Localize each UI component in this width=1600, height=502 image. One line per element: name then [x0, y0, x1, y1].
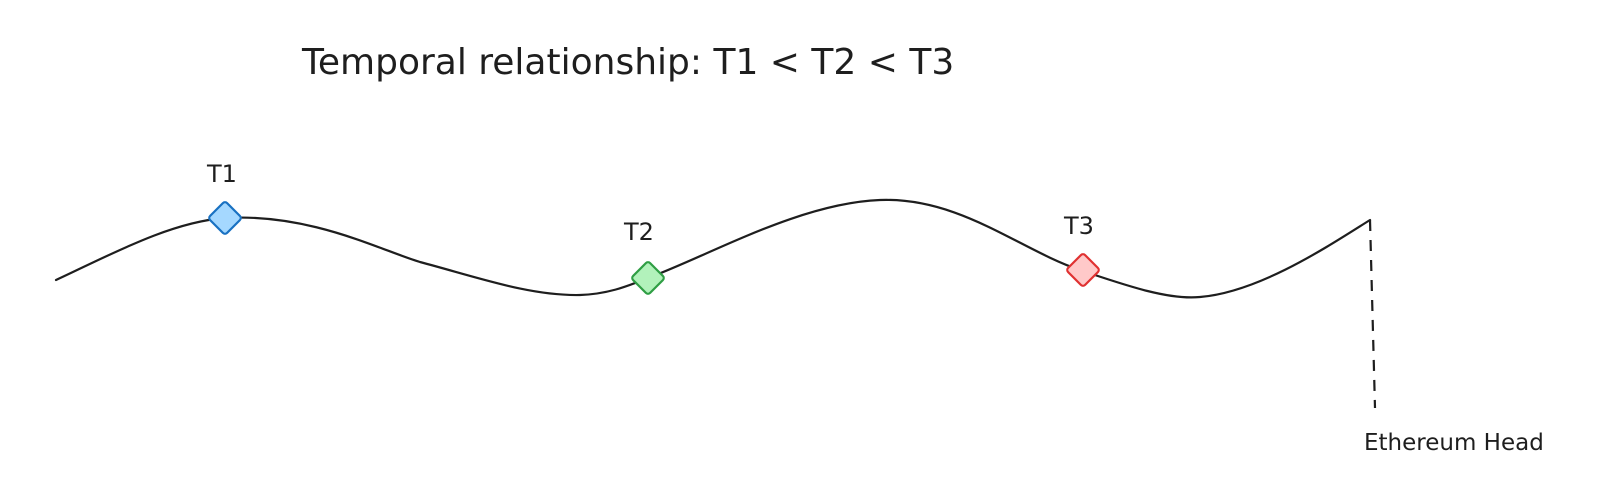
marker-t3: T3	[1063, 212, 1100, 287]
marker-t2: T2	[623, 218, 665, 295]
marker-t1-label: T1	[206, 160, 237, 188]
marker-t1: T1	[206, 160, 242, 235]
ethereum-head-dashed-line	[1368, 219, 1377, 409]
marker-t1-diamond	[208, 201, 242, 235]
marker-t3-diamond	[1066, 253, 1100, 287]
diagram-title: Temporal relationship: T1 < T2 < T3	[301, 42, 954, 83]
ethereum-head-label: Ethereum Head	[1364, 430, 1544, 456]
marker-t2-diamond	[631, 261, 665, 295]
marker-t3-label: T3	[1063, 212, 1094, 240]
marker-t2-label: T2	[623, 218, 654, 246]
chain-wave	[54, 198, 1372, 299]
